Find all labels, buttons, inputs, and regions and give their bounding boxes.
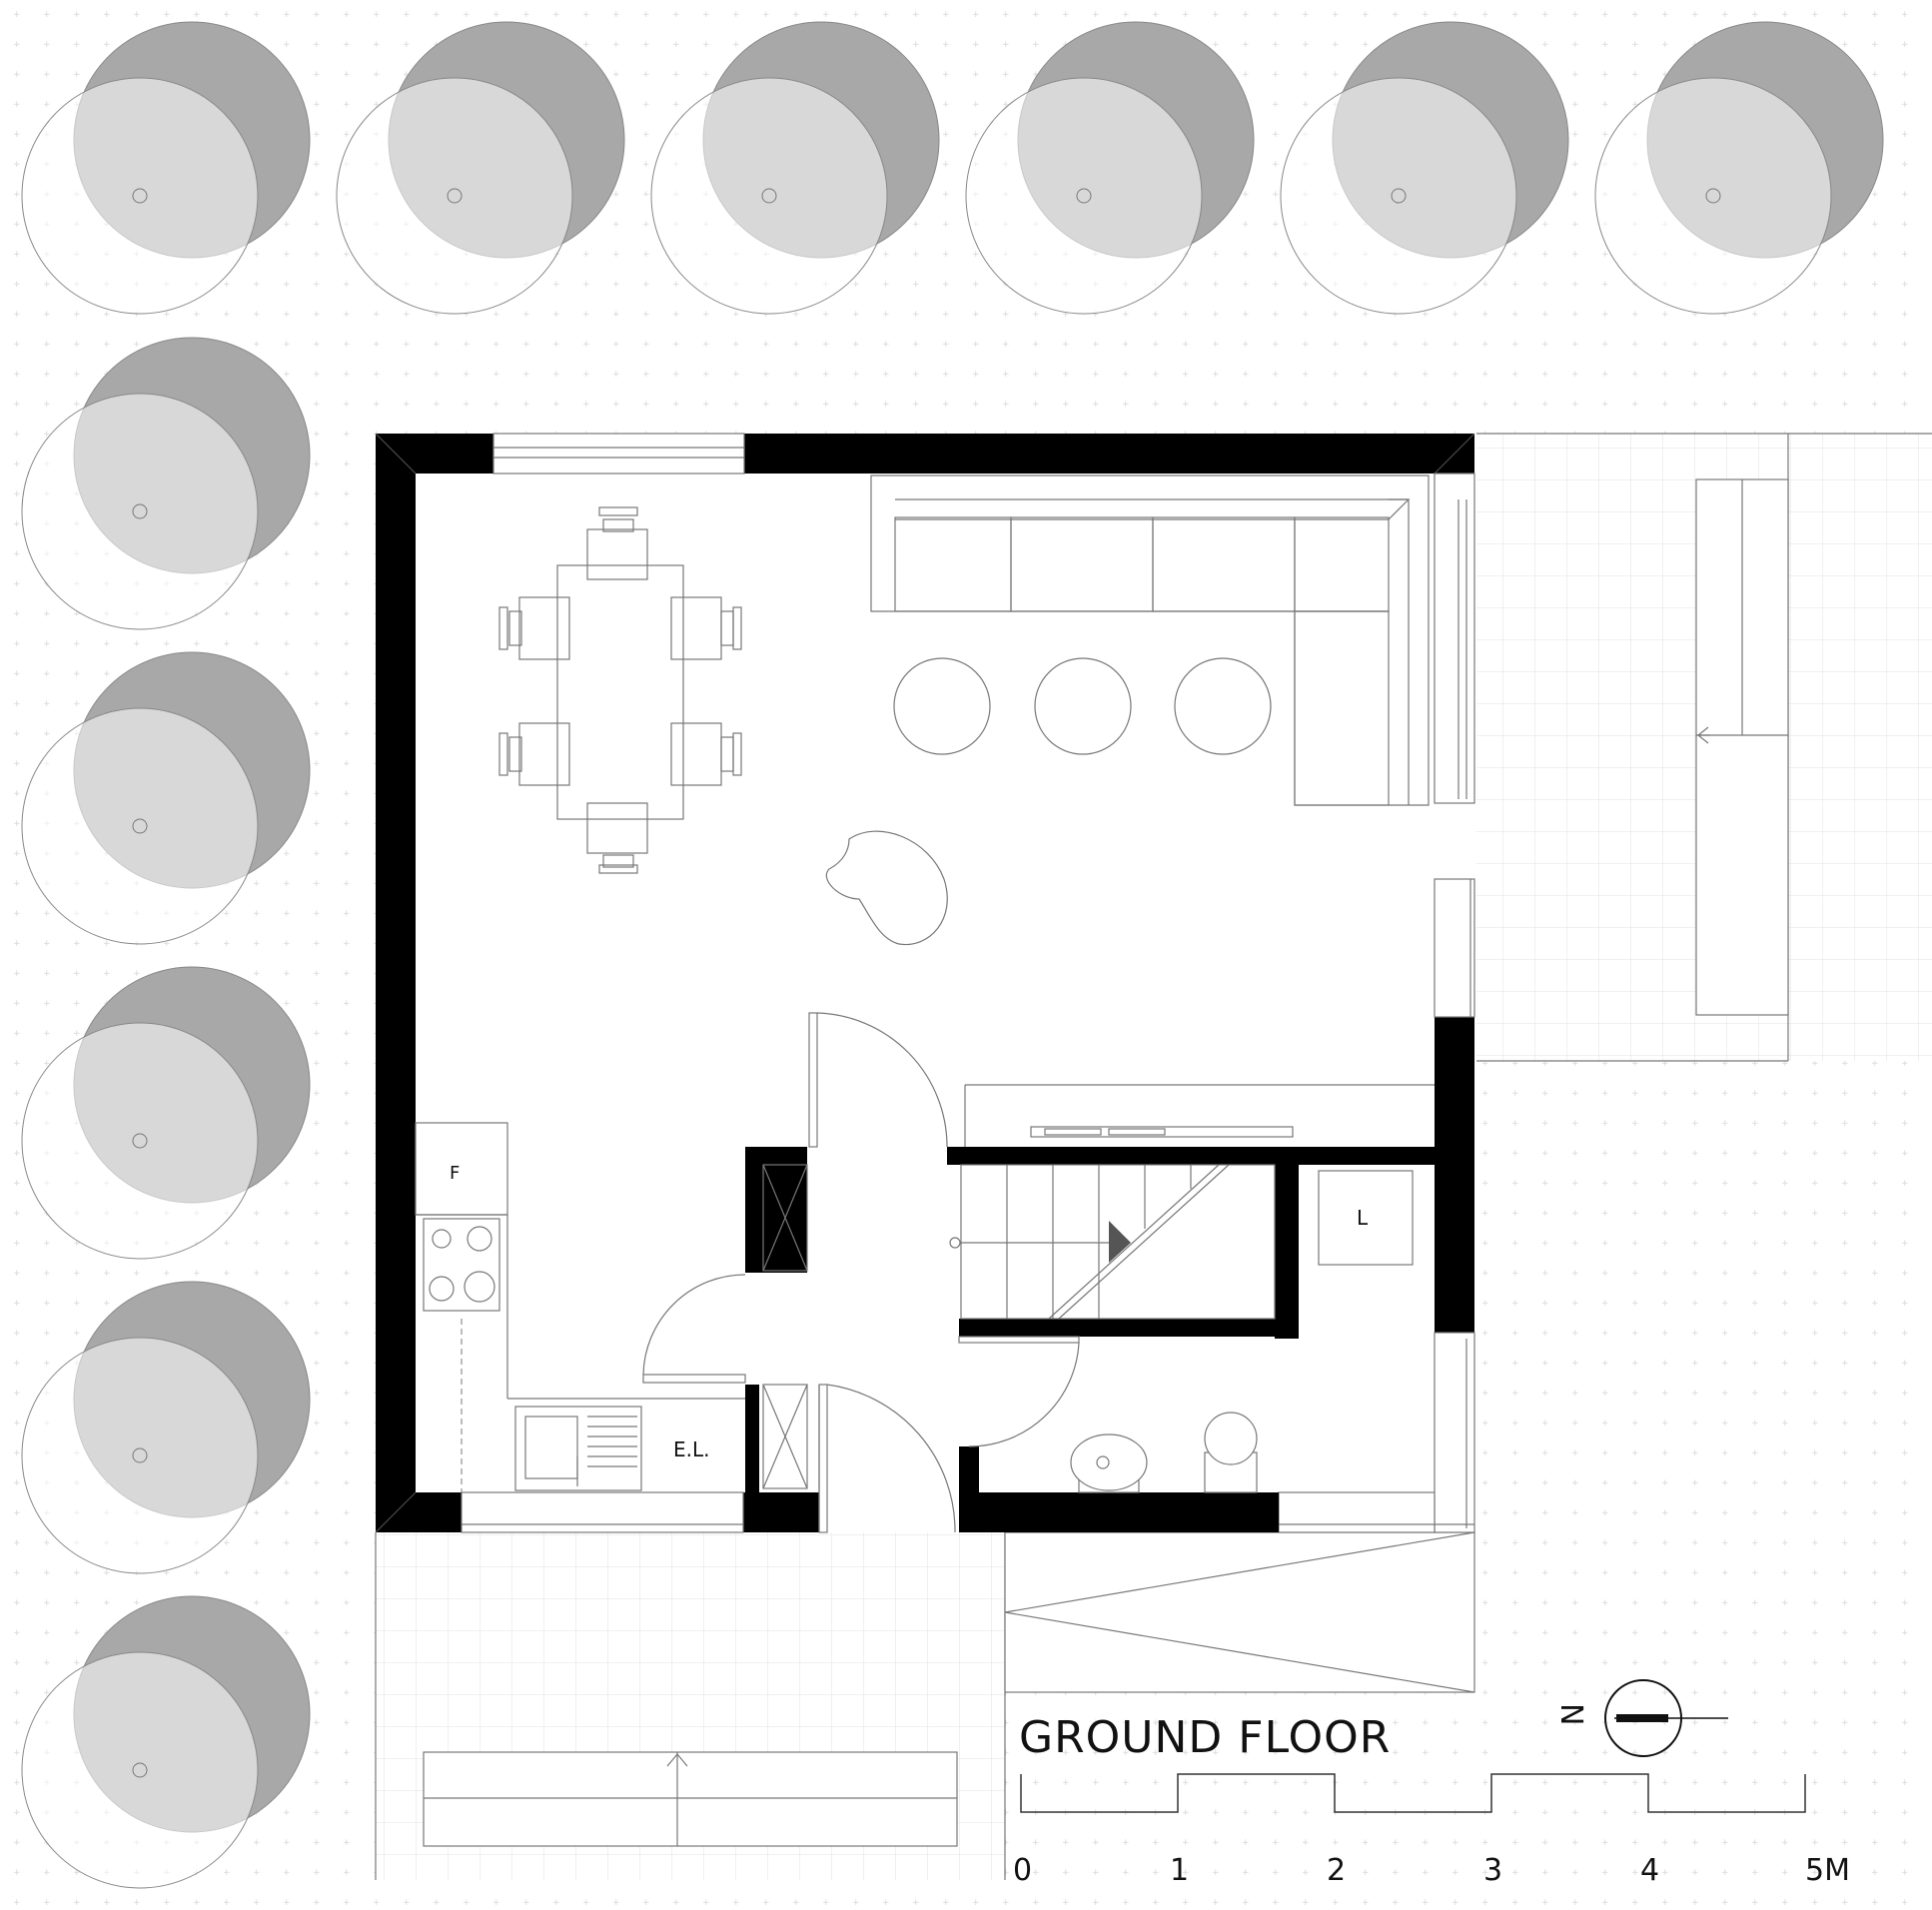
electric-label: E.L. xyxy=(673,1437,710,1461)
terrace-south xyxy=(375,1532,1006,1880)
tree-icon xyxy=(21,337,311,630)
sink xyxy=(514,1406,642,1491)
terrace-east xyxy=(1476,433,1932,1062)
doors xyxy=(642,1012,1080,1533)
windows xyxy=(461,433,1475,1533)
tree-icon xyxy=(21,966,311,1260)
plant xyxy=(825,830,948,946)
scale-bar-line xyxy=(1020,1773,1806,1813)
closets xyxy=(762,1164,808,1489)
north-label: N xyxy=(1553,1703,1588,1725)
interior-walls xyxy=(745,1147,1435,1532)
staircase xyxy=(949,1164,1276,1320)
scale-tick-label: 5M xyxy=(1805,1853,1850,1888)
bathroom-fixtures xyxy=(1070,1412,1258,1493)
scale-tick-label: 1 xyxy=(1170,1853,1189,1888)
tree-icon xyxy=(21,1281,311,1574)
tree-icon xyxy=(1594,21,1884,315)
tree-icon xyxy=(21,21,311,315)
scale-tick-label: 4 xyxy=(1640,1853,1659,1888)
laundry-unit: L xyxy=(1318,1170,1414,1266)
tree-icon xyxy=(1280,21,1569,315)
dining-set xyxy=(498,506,742,874)
cooktop xyxy=(423,1218,500,1312)
tree-icon xyxy=(650,21,940,315)
toilet xyxy=(1204,1451,1258,1493)
sofa xyxy=(870,475,1430,806)
tree-icon xyxy=(965,21,1255,315)
interior-floor xyxy=(376,434,1474,1532)
entrance-ramp xyxy=(1004,1531,1475,1693)
trees-group xyxy=(21,21,1884,1889)
tree-icon xyxy=(336,21,625,315)
poufs xyxy=(893,657,1272,755)
laundry-label: L xyxy=(1357,1206,1369,1230)
tree-icon xyxy=(21,1595,311,1889)
tree-icon xyxy=(21,651,311,945)
tv-unit xyxy=(964,1084,1435,1147)
drawing-title: GROUND FLOOR xyxy=(1019,1712,1391,1763)
fridge-label: F xyxy=(450,1163,460,1184)
kitchen: F E.L. xyxy=(415,1122,745,1492)
scale-bar: 0 1 2 3 4 5M xyxy=(1013,1773,1850,1888)
north-arrow: N xyxy=(1553,1679,1728,1757)
scale-tick-label: 0 xyxy=(1013,1853,1032,1888)
scale-tick-label: 2 xyxy=(1327,1853,1346,1888)
scale-tick-label: 3 xyxy=(1483,1853,1502,1888)
bench-south xyxy=(423,1751,958,1847)
